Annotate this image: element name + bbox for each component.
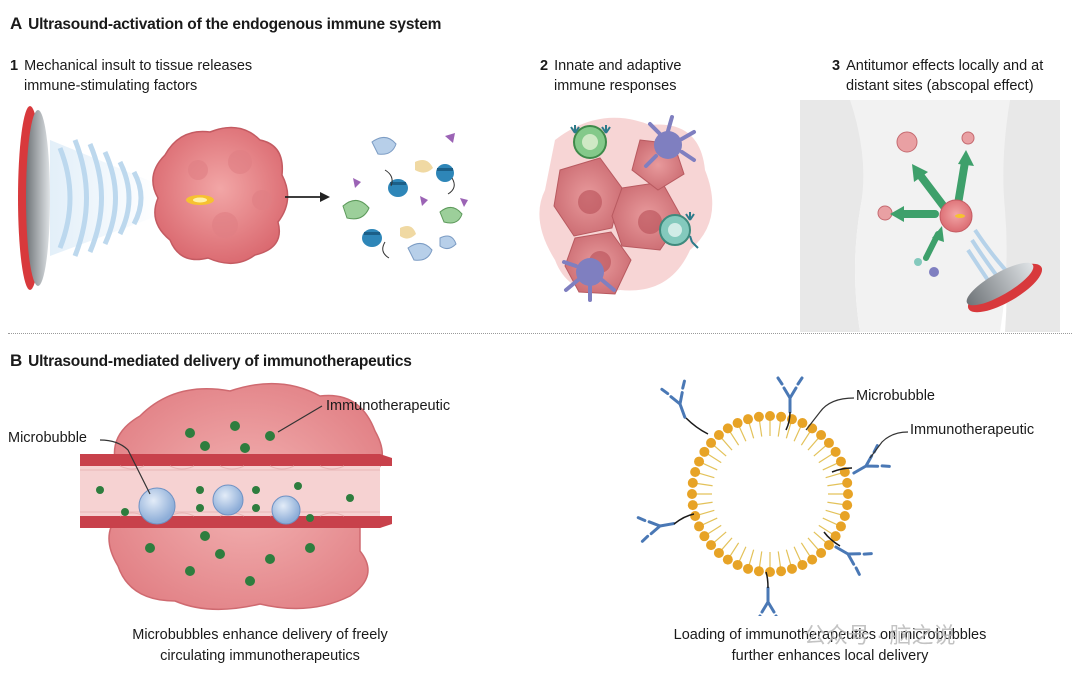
microbubbles-in-vessel — [138, 484, 301, 525]
microbubble-left-leader — [99, 439, 151, 495]
step-3-number: 3 — [832, 58, 841, 74]
immunotherapeutic-label-left: Immunotherapeutic — [326, 398, 451, 414]
body-silhouette — [800, 100, 1060, 332]
arrow-step-1 — [285, 192, 330, 202]
released-immune-factors — [342, 133, 468, 261]
tumor-step-1 — [152, 126, 289, 264]
panel-a-letter: A — [10, 14, 23, 33]
microbubble-label-right: Microbubble — [856, 388, 935, 404]
lipid-shell-microbubble — [687, 411, 853, 577]
microbubble-right-leader — [805, 397, 855, 431]
microbubble-label-left: Microbubble — [8, 430, 87, 446]
step-1-number: 1 — [10, 58, 19, 74]
ultrasound-transducer-right — [966, 262, 1043, 313]
antibodies — [636, 376, 891, 616]
ultrasound-transducer-left — [18, 106, 50, 290]
immunotherapeutic-right-leader — [869, 431, 909, 459]
vessel-illustration — [80, 382, 392, 611]
step-2-number: 2 — [540, 58, 549, 74]
loaded-microbubble-illustration — [636, 376, 909, 616]
free-immunotherapeutic-dots — [96, 421, 354, 586]
section-divider — [8, 333, 1072, 334]
tethers — [673, 411, 853, 589]
watermark: 公众号 · 脑之说 — [804, 623, 956, 648]
immune-response-cluster — [539, 115, 713, 302]
panel-b-letter: B — [10, 351, 23, 370]
caption-left: Microbubbles enhance delivery of freely … — [132, 627, 388, 664]
immunotherapeutic-left-leader — [277, 405, 323, 433]
immunotherapeutic-label-right: Immunotherapeutic — [910, 422, 1035, 438]
panel-a-illustration — [18, 100, 1060, 332]
caption-right: Loading of immunotherapeutics on microbu… — [673, 627, 987, 664]
